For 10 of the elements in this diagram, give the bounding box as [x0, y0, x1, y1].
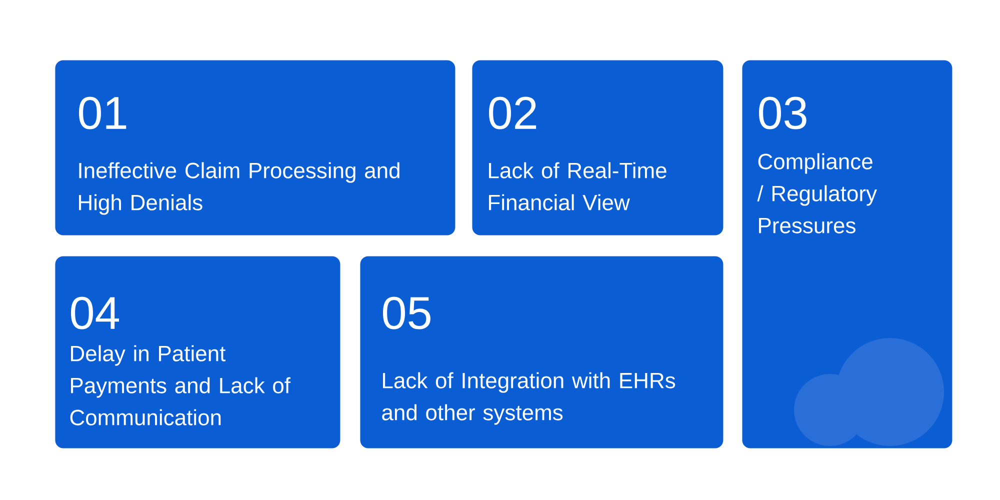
- number-label: 05: [383, 296, 430, 330]
- number-label: 02: [489, 96, 536, 130]
- number-label: 03: [759, 96, 806, 130]
- number-label: 04: [71, 296, 119, 330]
- card-text: Compliance / Regulatory Pressures: [757, 153, 877, 234]
- card-text: Delay in Patient Payments and Lack of Communication: [70, 345, 291, 426]
- number-label: 01: [79, 96, 126, 130]
- card-text: Ineffective Claim Processing and High Denials: [79, 162, 400, 215]
- card-text: Lack of Integration with EHRs and other systems: [382, 372, 676, 425]
- card-text: Lack of Real-Time Financial View: [489, 162, 666, 210]
